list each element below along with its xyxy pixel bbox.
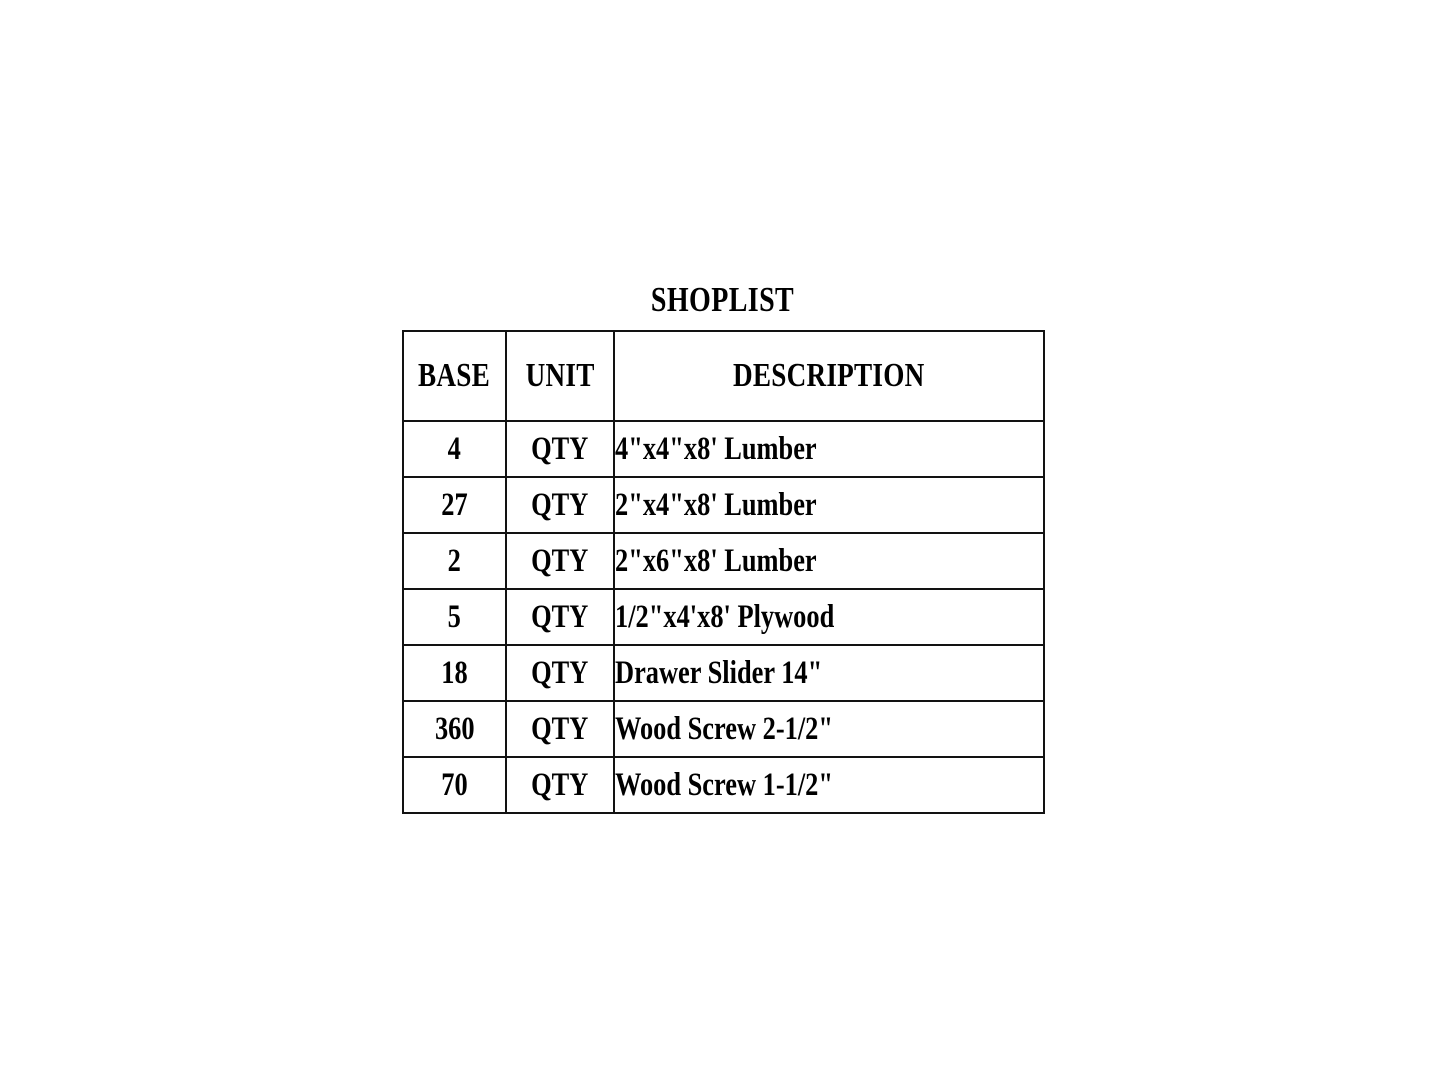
cell-unit: QTY <box>505 644 615 702</box>
cell-base-value: 70 <box>441 766 468 803</box>
cell-unit-value: QTY <box>531 710 589 747</box>
cell-base-value: 27 <box>441 486 468 523</box>
cell-base: 5 <box>402 588 507 646</box>
cell-unit-value: QTY <box>531 542 589 579</box>
shoplist-table: BASE UNIT DESCRIPTION 4 QTY 4"x4"x8' Lum… <box>402 330 1045 814</box>
cell-unit-value: QTY <box>531 486 589 523</box>
cell-unit: QTY <box>505 700 615 758</box>
cell-unit-value: QTY <box>531 598 589 635</box>
cell-base: 27 <box>402 476 507 534</box>
page-title: SHOPLIST <box>650 280 795 319</box>
cell-base-value: 5 <box>447 598 462 635</box>
cell-unit: QTY <box>505 420 615 478</box>
table-header: BASE UNIT DESCRIPTION <box>402 330 1045 422</box>
cell-description-value: 2"x6"x8' Lumber <box>615 542 817 579</box>
column-header-unit-label: UNIT <box>525 357 595 394</box>
cell-unit: QTY <box>505 476 615 534</box>
cell-unit: QTY <box>505 588 615 646</box>
cell-unit-value: QTY <box>531 654 589 691</box>
cell-base: 360 <box>402 700 507 758</box>
cell-base-value: 360 <box>434 710 475 747</box>
cell-unit: QTY <box>505 532 615 590</box>
table-row: 18 QTY Drawer Slider 14" <box>402 644 1045 702</box>
table-body: 4 QTY 4"x4"x8' Lumber 27 QTY 2"x4"x8' Lu… <box>402 420 1045 814</box>
table-row: 70 QTY Wood Screw 1-1/2" <box>402 756 1045 814</box>
cell-description: Wood Screw 2-1/2" <box>613 700 1045 758</box>
table-row: 2 QTY 2"x6"x8' Lumber <box>402 532 1045 590</box>
cell-description: 2"x6"x8' Lumber <box>613 532 1045 590</box>
cell-base-value: 2 <box>447 542 462 579</box>
cell-description: Wood Screw 1-1/2" <box>613 756 1045 814</box>
cell-base-value: 18 <box>441 654 468 691</box>
column-header-description-label: DESCRIPTION <box>733 357 925 394</box>
cell-description-value: Drawer Slider 14" <box>615 654 823 691</box>
cell-description: 4"x4"x8' Lumber <box>613 420 1045 478</box>
table-row: 27 QTY 2"x4"x8' Lumber <box>402 476 1045 534</box>
cell-description: Drawer Slider 14" <box>613 644 1045 702</box>
cell-base-value: 4 <box>447 430 462 467</box>
column-header-base-label: BASE <box>418 357 491 394</box>
cell-description-value: 1/2"x4'x8' Plywood <box>615 598 835 635</box>
table-header-row: BASE UNIT DESCRIPTION <box>402 330 1045 422</box>
cell-unit-value: QTY <box>531 430 589 467</box>
table-row: 4 QTY 4"x4"x8' Lumber <box>402 420 1045 478</box>
column-header-description: DESCRIPTION <box>613 330 1045 422</box>
cell-base: 70 <box>402 756 507 814</box>
cell-description: 1/2"x4'x8' Plywood <box>613 588 1045 646</box>
cell-description-value: 2"x4"x8' Lumber <box>615 486 817 523</box>
table-row: 5 QTY 1/2"x4'x8' Plywood <box>402 588 1045 646</box>
cell-unit: QTY <box>505 756 615 814</box>
cell-base: 2 <box>402 532 507 590</box>
cell-description: 2"x4"x8' Lumber <box>613 476 1045 534</box>
column-header-base: BASE <box>402 330 507 422</box>
cell-description-value: 4"x4"x8' Lumber <box>615 430 817 467</box>
table-row: 360 QTY Wood Screw 2-1/2" <box>402 700 1045 758</box>
cell-base: 4 <box>402 420 507 478</box>
cell-base: 18 <box>402 644 507 702</box>
cell-description-value: Wood Screw 2-1/2" <box>615 710 834 747</box>
cell-description-value: Wood Screw 1-1/2" <box>615 766 834 803</box>
column-header-unit: UNIT <box>505 330 615 422</box>
cell-unit-value: QTY <box>531 766 589 803</box>
